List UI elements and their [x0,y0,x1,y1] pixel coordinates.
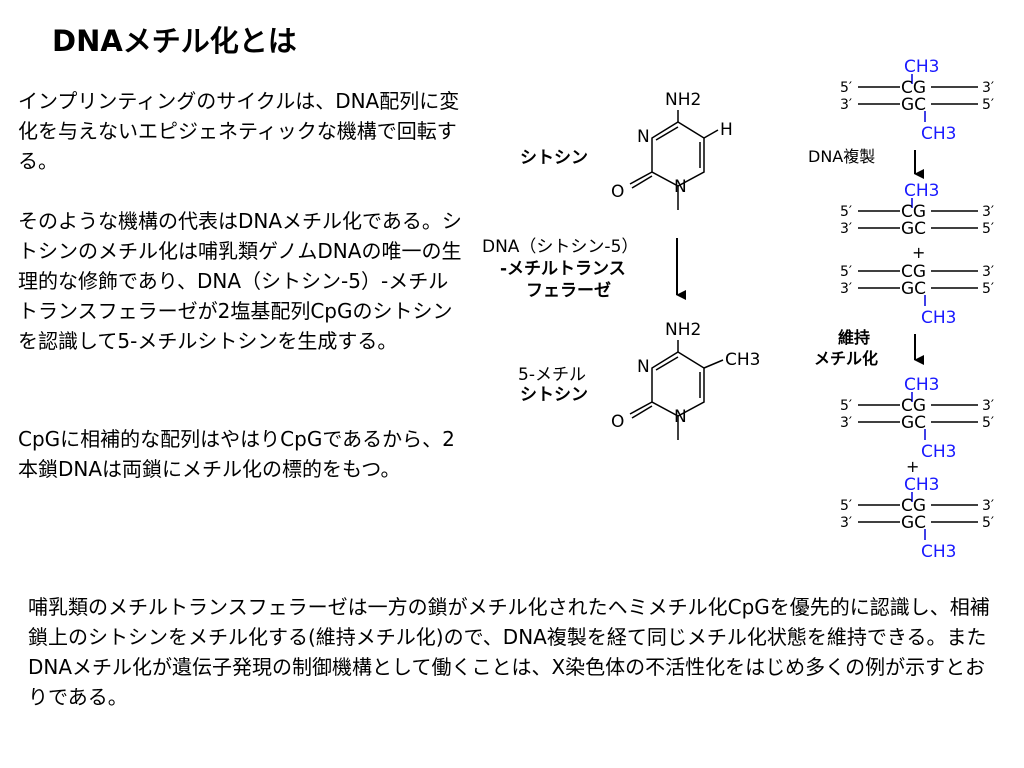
methylcytosine-structure: 5-メチル シトシン NH2 CH3 N N O [518,320,760,440]
strand-3prime-label-5: 3′ [982,264,994,280]
strand-3prime-label-9: 3′ [982,498,994,514]
bottom-strand-bases-5: GC [901,513,926,533]
hydrogen-label: H [720,120,733,140]
strand-3prime-label: 3′ [982,80,994,96]
strand-5prime-label-7: 5′ [840,398,852,414]
methyl-bottom-label: CH3 [921,124,956,144]
top-strand-bases-2: CG [901,202,926,222]
ring-nitrogen-label-2: N [674,177,687,197]
methyl-bottom-label-3: CH3 [921,308,956,328]
cytosine-structure: シトシン NH2 H N N O [520,90,733,210]
methylcytosine-label-line1: 5-メチル [518,365,586,385]
oxygen-label: O [611,182,624,202]
methyl-bottom-label-5: CH3 [921,542,956,562]
methyl-group-label: CH3 [725,350,760,370]
enzyme-label-line1: DNA（シトシン-5） [482,237,638,257]
plus-sign-1: + [912,243,925,262]
top-strand-bases-4: CG [901,396,926,416]
strand-5prime-label: 5′ [840,80,852,96]
methylated-duplex-restored-2: CH3 5′ CG 3′ 3′ GC 5′ CH3 [840,475,994,562]
strand-5prime-label-5: 5′ [840,264,852,280]
strand-3prime-label-6: 3′ [840,281,852,297]
methylation-reaction-diagram: シトシン NH2 H N N O DNA（シトシン-5） -メチルトランス フェ… [482,90,760,440]
amine-group-label-2: NH2 [665,320,701,340]
methyl-top-label-5: CH3 [904,475,939,495]
ring-nitrogen-label: N [637,127,650,147]
replication-step-label: DNA複製 [808,147,875,166]
strand-3prime-label-10: 3′ [840,515,852,531]
paragraph-cpg: CpGに相補的な配列はやはりCpGであるから、2本鎖DNAは両鎖にメチル化の標的… [18,427,455,481]
enzyme-label-line3: フェラーゼ [526,280,611,301]
page-title: DNAメチル化とは [52,24,297,58]
strand-3prime-label-2: 3′ [840,97,852,113]
paragraph-dna-methylation: そのような機構の代表はDNAメチル化である。シトシンのメチル化は哺乳類ゲノムDN… [18,209,462,353]
methyl-top-label-2: CH3 [904,181,939,201]
methyl-bottom-label-4: CH3 [921,442,956,462]
methylcytosine-label-line2: シトシン [520,385,588,405]
bottom-strand-bases-2: GC [901,219,926,239]
bottom-strand-bases-3: GC [901,279,926,299]
oxygen-label-2: O [611,412,624,432]
strand-5prime-label-6: 5′ [982,281,994,297]
maintenance-step-label-line2: メチル化 [814,349,878,368]
methylated-duplex-initial: CH3 5′ CG 3′ 3′ GC 5′ CH3 [840,57,994,144]
enzyme-label-line2: -メチルトランス [500,259,626,279]
paragraph-imprinting: インプリンティングのサイクルは、DNA配列に変化を与えないエピジェネティックな機… [18,89,460,173]
methyl-top-label: CH3 [904,57,939,77]
strand-5prime-label-8: 5′ [982,415,994,431]
amine-group-label: NH2 [665,90,701,110]
strand-3prime-label-3: 3′ [982,204,994,220]
enzyme-reaction-step: DNA（シトシン-5） -メチルトランス フェラーゼ [482,237,686,301]
strand-5prime-label-2: 5′ [982,97,994,113]
top-strand-bases-3: CG [901,262,926,282]
strand-3prime-label-7: 3′ [982,398,994,414]
hemimethylated-duplex-1: CH3 5′ CG 3′ 3′ GC 5′ [840,181,994,239]
top-strand-bases: CG [901,78,926,98]
plus-sign-2: + [906,457,919,476]
paragraph-maintenance-methylation: 哺乳類のメチルトランスフェラーゼは一方の鎖がメチル化されたヘミメチル化CpGを優… [28,595,990,709]
strand-5prime-label-10: 5′ [982,515,994,531]
cytosine-label: シトシン [520,148,588,168]
ring-nitrogen-label-4: N [674,407,687,427]
strand-3prime-label-4: 3′ [840,221,852,237]
top-strand-bases-5: CG [901,496,926,516]
ring-nitrogen-label-3: N [637,357,650,377]
maintenance-step-label-line1: 維持 [838,328,870,347]
strand-5prime-label-3: 5′ [840,204,852,220]
bottom-strand-bases: GC [901,95,926,115]
methylated-duplex-restored-1: CH3 5′ CG 3′ 3′ GC 5′ CH3 [840,375,994,462]
methyl-top-label-4: CH3 [904,375,939,395]
hemimethylated-duplex-2: 5′ CG 3′ 3′ GC 5′ CH3 [840,262,994,328]
maintenance-methylation-diagram: CH3 5′ CG 3′ 3′ GC 5′ CH3 DNA複製 CH3 5′ C… [808,57,994,562]
bottom-strand-bases-4: GC [901,413,926,433]
strand-5prime-label-9: 5′ [840,498,852,514]
strand-3prime-label-8: 3′ [840,415,852,431]
strand-5prime-label-4: 5′ [982,221,994,237]
